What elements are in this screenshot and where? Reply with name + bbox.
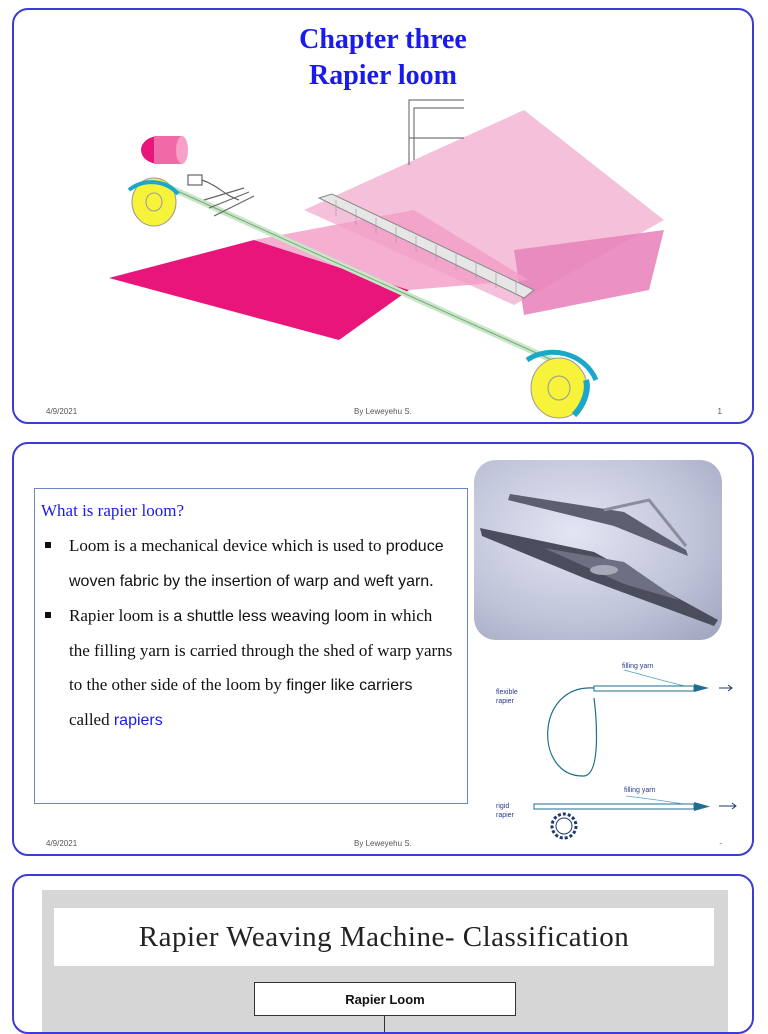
footer-page-number: - [719,839,722,848]
slide-title: Rapier loom [308,60,458,91]
footer-date: 4/9/2021 [46,839,78,848]
flexible-rapier-label: flexible [496,689,518,696]
heddle-frame [408,99,464,165]
filling-yarn-label-top: filling yarn [622,663,654,670]
reed [317,193,535,299]
rapier-loom-illustration [109,99,664,419]
rigid-rapier-label: rigid [496,803,509,810]
weft-package [141,136,188,164]
right-drive-wheel [525,349,599,419]
rapier-types-diagram: filling yarn flexible rapier filling yar… [496,663,737,840]
rapier-loom-box: Rapier Loom [254,982,516,1016]
footer-author: By Leweyehu S. [354,407,412,416]
rigid-rapier-label-2: rapier [496,812,515,819]
classification-banner: Rapier Weaving Machine- Classification R… [42,890,728,1032]
footer-date: 4/9/2021 [46,407,78,416]
banner-title: Rapier Weaving Machine- Classification [54,908,714,966]
woven-fabric [109,240,409,340]
flexible-rapier-label-2: rapier [496,698,515,705]
slide-1: Chapter three Rapier loom [12,8,754,424]
warp-sheet-lower [514,230,664,315]
question-heading: What is rapier loom? [41,501,185,520]
footer-page-number: 1 [717,407,722,416]
filling-yarn-label-bottom: filling yarn [624,787,656,794]
fabric-shed [254,210,529,290]
bullet-item: Loom is a mechanical device which is use… [41,529,457,599]
footer-author: By Leweyehu S. [354,839,412,848]
slide-2: What is rapier loom? Loom is a mechanica… [12,442,754,856]
chapter-title: Chapter three [299,24,467,55]
tree-connector [384,1016,385,1032]
rigid-rapier-gear-icon [550,812,578,840]
bullet-item: Rapier loom is a shuttle less weaving lo… [41,599,457,738]
slide-3: Rapier Weaving Machine- Classification R… [12,874,754,1034]
definition-textbox: What is rapier loom? Loom is a mechanica… [34,488,468,804]
left-drive-wheel [127,177,180,227]
bullet-list: Loom is a mechanical device which is use… [41,529,457,738]
rapier-heads-photo [474,460,722,640]
